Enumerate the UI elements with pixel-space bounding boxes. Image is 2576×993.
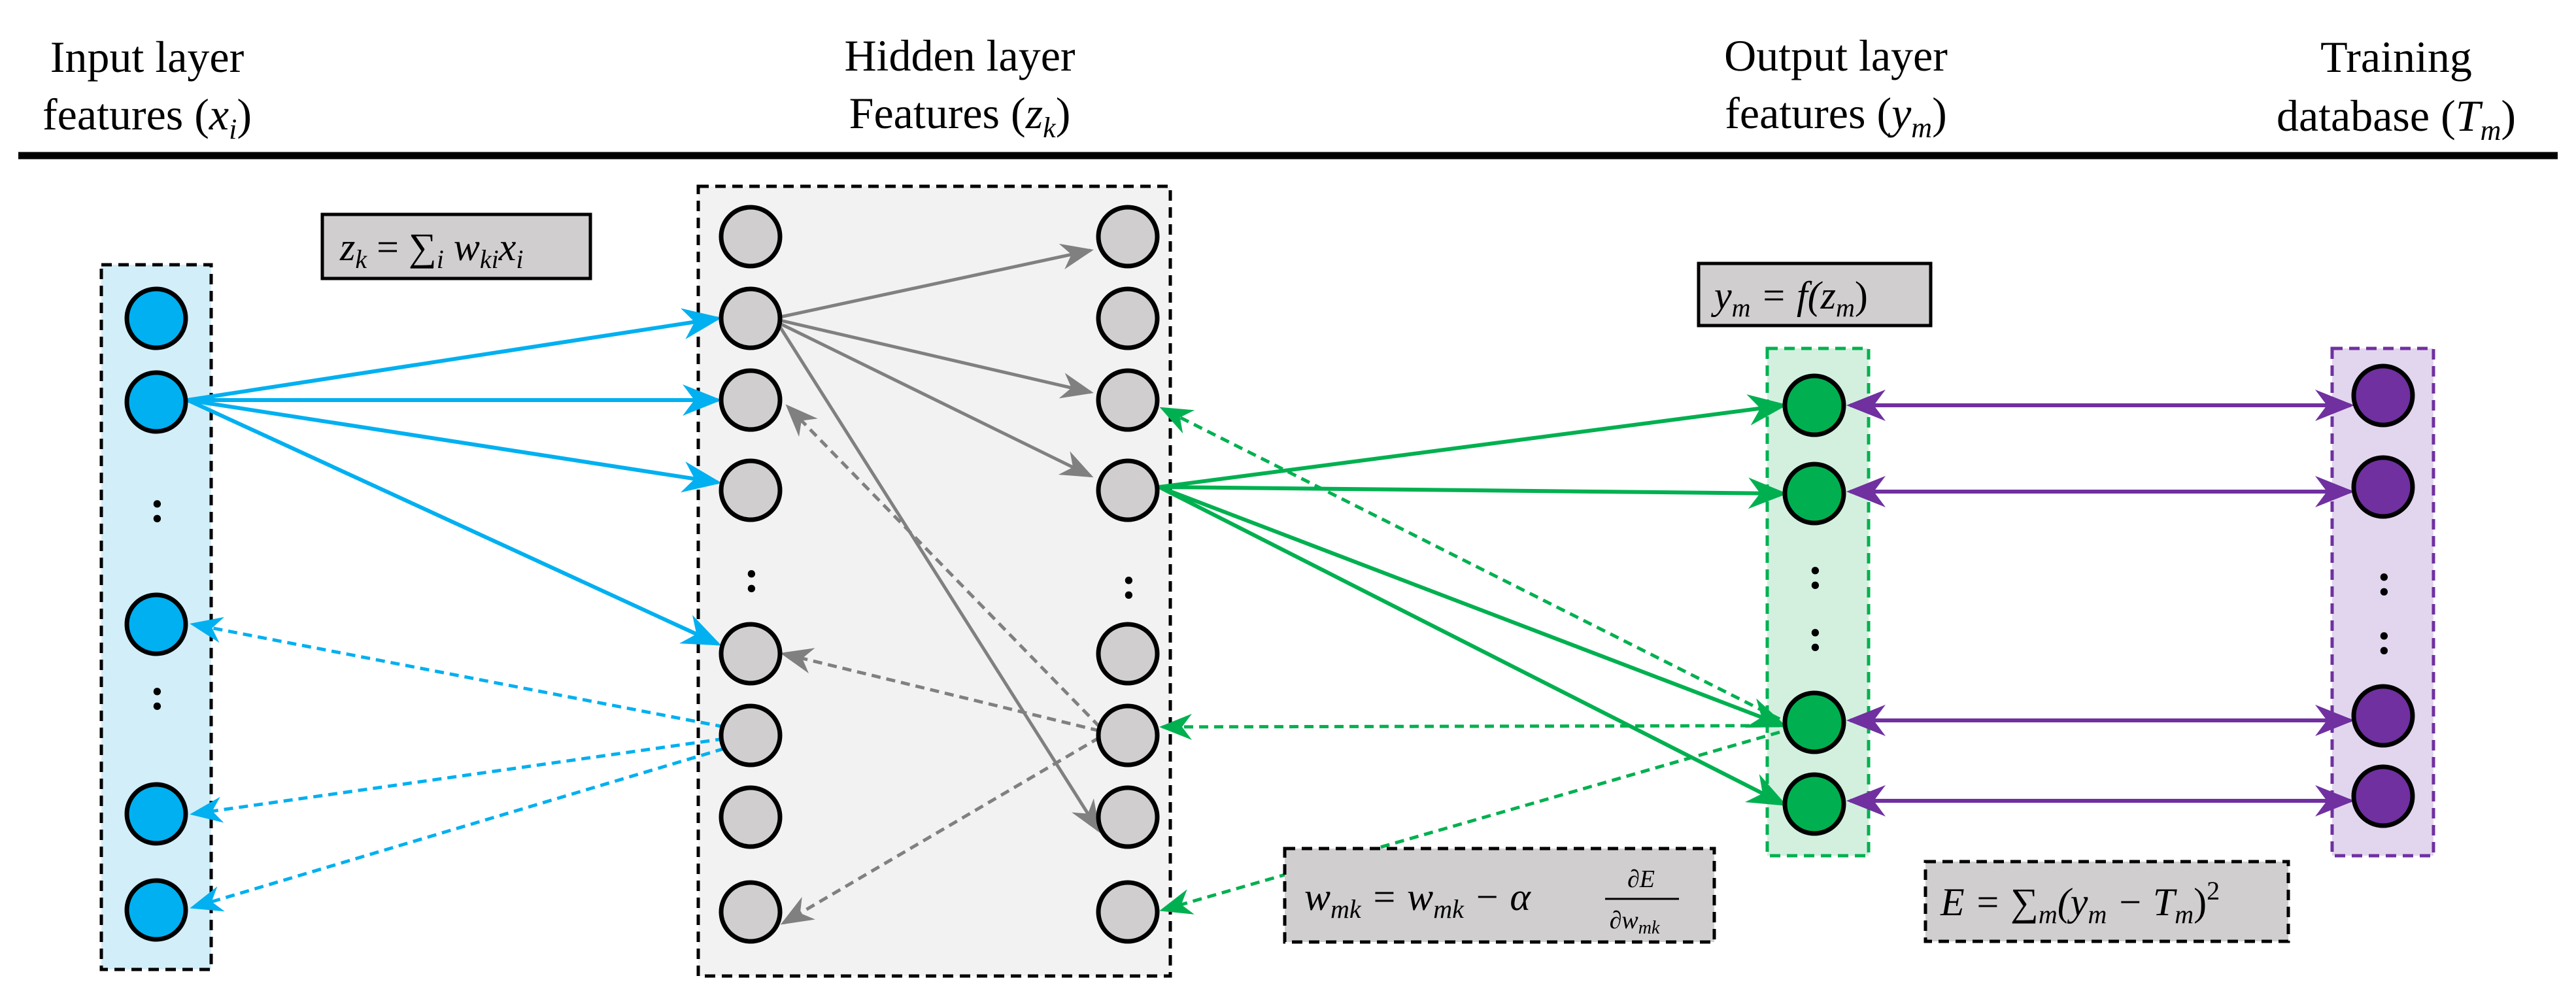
hidden-node	[719, 458, 783, 522]
input-nodes	[124, 286, 188, 942]
backprop-output-hidden-1	[1159, 407, 1781, 721]
input-node	[124, 782, 188, 846]
header-training-line1: Training	[2320, 32, 2472, 82]
output-training-arrows	[1846, 390, 2354, 816]
backprop-hidden-input-1	[190, 616, 725, 729]
hidden-nodes-column-2	[1096, 205, 1160, 944]
hidden-node	[1096, 785, 1160, 849]
output-node	[1782, 690, 1846, 754]
input-ellipsis-1: :	[150, 482, 165, 532]
input-ellipsis-2: :	[150, 669, 165, 720]
equation-error-box	[1924, 860, 2290, 943]
equation-fraction-numerator: ∂E	[1627, 866, 1655, 893]
hidden-backprop-arrows	[780, 404, 1101, 925]
header-hidden-line2: Features (zk)	[849, 88, 1071, 144]
equation-activation-text: ym = f(zm)	[1710, 274, 1868, 322]
arrow-input-hidden-4	[186, 398, 722, 646]
backprop-hidden-2	[780, 648, 1100, 733]
arrow-hidden-output-3	[1158, 485, 1788, 728]
hidden-node	[1096, 458, 1160, 522]
hidden-node	[1096, 622, 1160, 686]
header-input-line1: Input layer	[50, 32, 245, 82]
equation-error-text: E = ∑m(ym − Tm)2	[1940, 876, 2220, 929]
input-to-hidden-arrows	[186, 308, 722, 646]
equation-error: E = ∑m(ym − Tm)2	[1924, 860, 2290, 943]
arrow-hidden-output-2	[1159, 477, 1788, 509]
hidden-node	[1096, 703, 1160, 767]
hidden-node	[719, 785, 783, 849]
hidden-node	[719, 622, 783, 686]
equation-weight-update: wmk = wmk − α ∂E ∂wmk	[1283, 847, 1716, 944]
header-output-line2: features (ym)	[1725, 88, 1946, 144]
hidden-to-output-arrows	[1158, 394, 1788, 806]
arrow-input-hidden-3	[187, 398, 722, 493]
output-nodes	[1782, 373, 1846, 836]
header-training-line2: database (Tm)	[2277, 91, 2516, 146]
output-node	[1782, 772, 1846, 836]
equation-weight-update-text: wmk = wmk − α	[1304, 875, 1531, 924]
training-node	[2351, 363, 2415, 428]
backprop-hidden-input-2	[190, 737, 725, 823]
output-to-hidden-backprop-arrows	[1159, 407, 1781, 915]
input-node	[124, 286, 188, 350]
input-node	[124, 592, 188, 656]
equation-weighted-sum-box	[320, 212, 592, 280]
arrow-input-hidden-1	[187, 308, 722, 402]
output-node	[1782, 462, 1846, 526]
hidden-forward-arrows	[778, 243, 1100, 833]
equation-weighted-sum: zk = ∑i wkixi	[320, 212, 592, 280]
output-ellipsis-2: :	[1808, 611, 1823, 661]
hidden-node	[719, 703, 783, 767]
input-node	[124, 878, 188, 942]
arrow-hidden-forward-2	[779, 318, 1094, 399]
backprop-output-hidden-2	[1159, 713, 1780, 740]
hidden-ellipsis-1: :	[744, 552, 759, 602]
hidden-to-input-backprop-arrows	[190, 616, 725, 912]
ellipsis-markers: : : : : : : : :	[150, 482, 2392, 720]
header-input-layer: Input layer features (xi)	[42, 32, 252, 145]
header-output-line1: Output layer	[1724, 31, 1948, 80]
training-node	[2351, 684, 2415, 748]
hidden-node	[1096, 286, 1160, 350]
equation-fraction-denominator: ∂wmk	[1610, 907, 1660, 938]
hidden-nodes-column-1	[719, 205, 783, 944]
equation-weighted-sum-text: zk = ∑i wkixi	[339, 226, 524, 274]
arrow-hidden-forward-4	[778, 326, 1100, 833]
arrow-hidden-forward-1	[779, 243, 1094, 319]
hidden-node	[719, 286, 783, 350]
header-input-line2: features (xi)	[42, 90, 252, 145]
equation-activation: ym = f(zm)	[1697, 261, 1933, 328]
arrow-hidden-forward-3	[779, 322, 1094, 478]
arrow-hidden-output-1	[1159, 394, 1788, 489]
equation-weight-update-box	[1283, 847, 1716, 944]
backprop-hidden-3	[780, 735, 1101, 925]
output-node	[1782, 373, 1846, 437]
training-nodes	[2351, 363, 2415, 828]
arrow-hidden-output-4	[1158, 485, 1788, 806]
training-node	[2351, 764, 2415, 828]
header-output-layer: Output layer features (ym)	[1724, 31, 1948, 144]
output-ellipsis-1: :	[1808, 548, 1823, 599]
hidden-node	[719, 368, 783, 432]
input-node	[124, 370, 188, 434]
backprop-hidden-input-3	[190, 747, 725, 912]
training-ellipsis-1: :	[2377, 555, 2392, 605]
header-hidden-layer: Hidden layer Features (zk)	[844, 31, 1075, 144]
hidden-node	[719, 205, 783, 269]
hidden-node	[1096, 880, 1160, 944]
training-node	[2351, 455, 2415, 519]
hidden-node	[1096, 205, 1160, 269]
hidden-node	[719, 880, 783, 944]
equation-activation-box	[1697, 261, 1933, 328]
hidden-ellipsis-2: :	[1121, 558, 1136, 609]
hidden-node	[1096, 368, 1160, 432]
header-hidden-line1: Hidden layer	[844, 31, 1075, 80]
backprop-output-hidden-3	[1159, 730, 1780, 915]
header-training-database: Training database (Tm)	[2277, 32, 2516, 146]
training-ellipsis-2: :	[2377, 614, 2392, 664]
